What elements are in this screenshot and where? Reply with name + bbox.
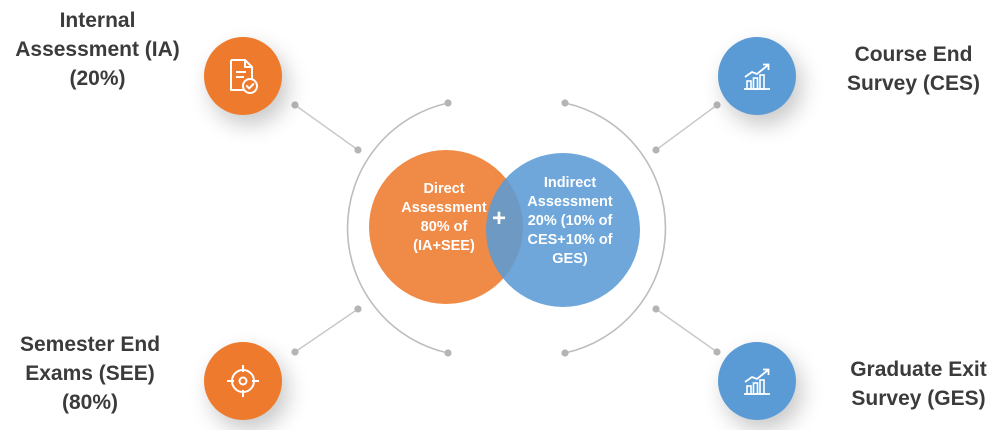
- target-icon: [227, 365, 259, 397]
- semester-end-exams-node: [204, 342, 282, 420]
- spoke-ia: [294, 104, 359, 151]
- dot: [713, 348, 721, 356]
- left-arc: [346, 102, 449, 354]
- dot: [652, 146, 660, 154]
- growth-chart-icon: [744, 368, 770, 395]
- dot: [291, 101, 299, 109]
- dot: [561, 99, 569, 107]
- right-arc: [564, 102, 667, 354]
- course-end-survey-node: [718, 37, 796, 115]
- dot: [713, 101, 721, 109]
- dot: [444, 99, 452, 107]
- dot: [354, 146, 362, 154]
- internal-assessment-node: [204, 37, 282, 115]
- dot: [291, 348, 299, 356]
- dot: [561, 349, 569, 357]
- dot: [444, 349, 452, 357]
- plus-sign: +: [492, 205, 507, 232]
- dot: [652, 305, 660, 313]
- course-end-survey-label: Course End Survey (CES): [846, 43, 981, 95]
- spoke-ces: [655, 104, 718, 151]
- growth-chart-icon: [744, 63, 770, 90]
- direct-assessment-text: Direct Assessment 80% of (IA+SEE): [401, 181, 487, 254]
- graduate-exit-survey-label: Graduate Exit Survey (GES): [850, 358, 987, 410]
- semester-end-exams-label: Semester End Exams (SEE) (80%): [19, 333, 161, 414]
- internal-assessment-label: Internal Assessment (IA) (20%): [15, 9, 180, 90]
- document-check-icon: [230, 59, 258, 94]
- indirect-assessment-circle: [486, 153, 640, 307]
- indirect-assessment-text: Indirect Assessment 20% (10% of CES+10% …: [527, 175, 613, 267]
- direct-assessment-circle: [369, 150, 523, 304]
- spoke-ges: [655, 308, 718, 353]
- spoke-see: [294, 308, 359, 353]
- graduate-exit-survey-node: [718, 342, 796, 420]
- dot: [354, 305, 362, 313]
